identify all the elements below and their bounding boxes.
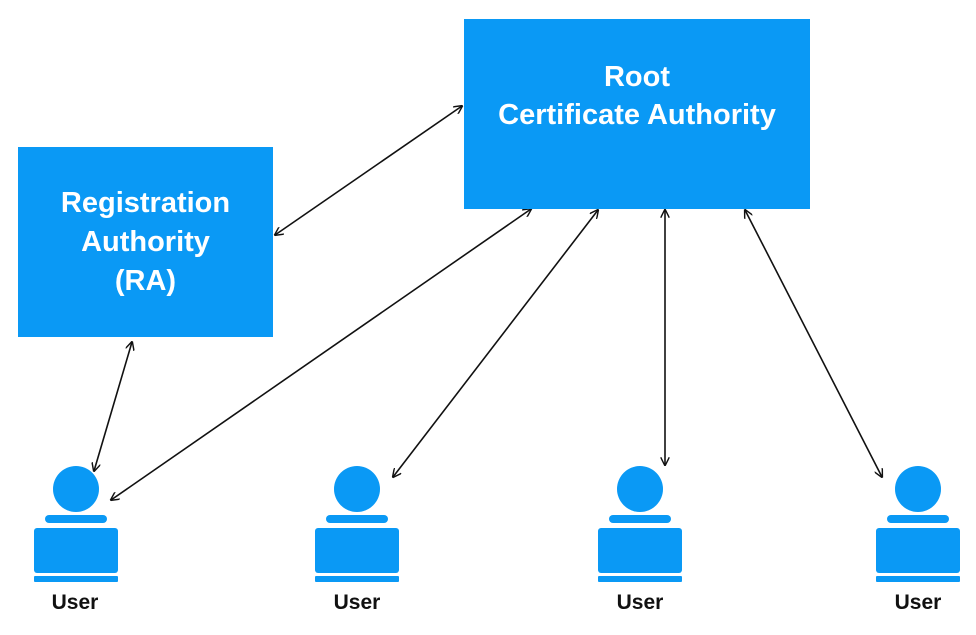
arrow-ra-rootca: [275, 106, 462, 235]
user-label: User: [616, 591, 664, 614]
user-at-laptop-icon: [876, 466, 960, 582]
arrow-rootca-user4: [745, 210, 882, 477]
ra-title-line1: Registration: [60, 186, 231, 219]
user-label: User: [51, 591, 99, 614]
ra-title-line2: Authority: [81, 225, 210, 258]
root-ca-title-line2: Certificate Authority: [498, 99, 776, 131]
user-node-1: User: [30, 463, 120, 614]
root-certificate-authority-box: Root Certificate Authority: [464, 19, 810, 209]
user-node-2: User: [312, 463, 402, 614]
ra-title-line3: (RA): [114, 264, 177, 297]
arrow-ra-user1: [94, 342, 132, 471]
registration-authority-box: Registration Authority (RA): [18, 147, 273, 337]
user-label: User: [333, 591, 381, 614]
arrow-rootca-user2: [393, 210, 598, 477]
user-node-3: User: [595, 463, 685, 614]
user-at-laptop-icon: [34, 466, 118, 582]
user-node-4: User: [873, 463, 963, 614]
root-ca-title-line1: Root: [603, 61, 671, 93]
user-at-laptop-icon: [598, 466, 682, 582]
user-at-laptop-icon: [315, 466, 399, 582]
user-label: User: [894, 591, 942, 614]
